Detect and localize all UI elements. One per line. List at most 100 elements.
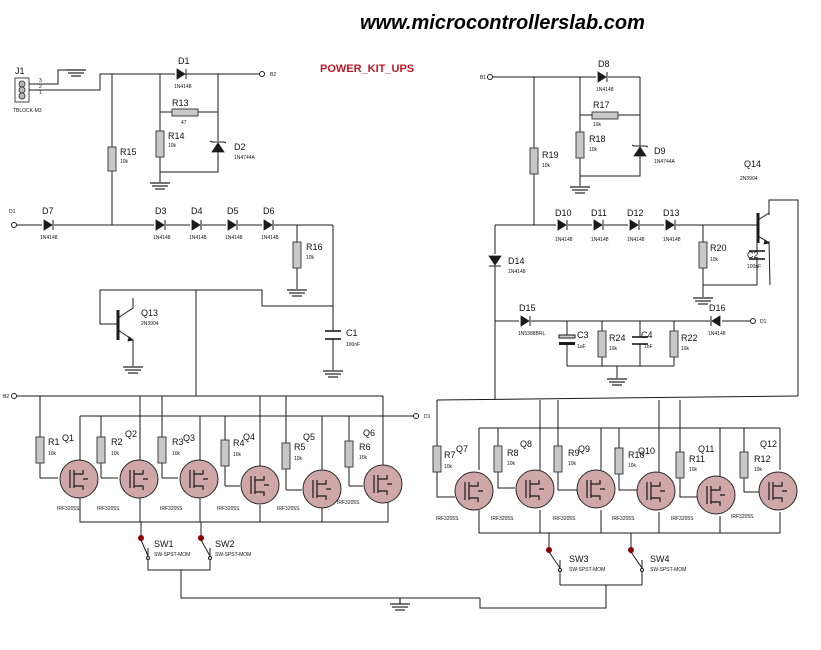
- diode-d15: [520, 315, 531, 327]
- switch-sw2[interactable]: [198, 535, 212, 560]
- q10-ref: Q10: [638, 446, 655, 456]
- resistor-r18: [575, 131, 585, 159]
- r15-value: 10k: [120, 159, 129, 165]
- r11-ref: R11: [689, 454, 705, 464]
- d7-ref: D7: [42, 206, 54, 216]
- d7-value: 1N4148: [40, 235, 58, 241]
- d5-value: 1N4148: [225, 235, 243, 241]
- r7-value: 10k: [444, 464, 453, 470]
- q8-ref: Q8: [520, 439, 532, 449]
- diode-d3: [155, 219, 166, 231]
- mosfet-group: [59, 459, 798, 515]
- diode-d4: [191, 219, 202, 231]
- q4-ref: Q4: [243, 432, 255, 442]
- resistor-r3: [157, 436, 167, 464]
- schematic-title: POWER_KIT_UPS: [320, 63, 414, 75]
- c1-ref: C1: [346, 328, 358, 338]
- d9-ref: D9: [654, 146, 666, 156]
- r9-value: 10k: [568, 461, 577, 467]
- r2-ref: R2: [111, 437, 123, 447]
- ground-symbols: [66, 69, 713, 611]
- connector-pin-label: 1: [39, 90, 42, 96]
- net-label-d1: D1: [9, 209, 16, 215]
- switch-sw3[interactable]: [546, 547, 562, 572]
- r24-value: 10k: [609, 346, 618, 352]
- d6-ref: D6: [263, 206, 275, 216]
- q3-ref: Q3: [183, 433, 195, 443]
- connector-pin: [18, 80, 26, 88]
- zener-d9: [631, 144, 649, 157]
- c3-ref: C3: [577, 330, 589, 340]
- connector-part: TBLOCK-M3: [13, 108, 42, 114]
- resistor-r6: [344, 440, 354, 468]
- c4-ref: C4: [641, 330, 653, 340]
- r14-ref: R14: [168, 131, 185, 141]
- sw3-ref: SW3: [569, 554, 589, 564]
- net-terminal: [11, 222, 17, 228]
- d10-value: 1N4148: [555, 237, 573, 243]
- resistor-r12: [739, 451, 749, 479]
- transistor-q13: [116, 310, 134, 342]
- d13-value: 1N4148: [663, 237, 681, 243]
- r24-ref: R24: [609, 333, 626, 343]
- q12-ref: Q12: [760, 439, 777, 449]
- d13-ref: D13: [663, 208, 680, 218]
- r15-ref: R15: [120, 147, 137, 157]
- resistor-r8: [493, 445, 503, 473]
- sw1-ref: SW1: [154, 539, 174, 549]
- sw2-ref: SW2: [215, 539, 235, 549]
- sw3-value: SW-SPST-MOM: [569, 567, 605, 573]
- q1-ref: Q1: [62, 433, 74, 443]
- capacitor-c1: [325, 330, 341, 340]
- resistor-r15: [107, 146, 117, 172]
- mosfet-q7: [454, 471, 494, 511]
- c4-value: 1nF: [644, 344, 653, 350]
- connector-pin: [18, 92, 26, 100]
- d16-value: 1N4148: [708, 331, 726, 337]
- r6-ref: R6: [359, 442, 371, 452]
- resistor-r16: [292, 241, 302, 269]
- resistor-r9: [553, 445, 563, 473]
- d1-ref: D1: [178, 56, 190, 66]
- switch-sw1[interactable]: [138, 535, 150, 560]
- mosfet-q4: [240, 465, 280, 505]
- mosfet-q9: [576, 469, 616, 509]
- mosfet-q3: [179, 459, 219, 499]
- sw1-value: SW-SPST-MOM: [154, 552, 190, 558]
- r2-value: 10k: [111, 451, 120, 457]
- website-header: www.microcontrollerslab.com: [360, 12, 645, 34]
- net-terminal: [11, 393, 17, 399]
- d14-ref: D14: [508, 256, 525, 266]
- resistor-r19: [529, 147, 539, 175]
- connector-pin: [18, 86, 26, 94]
- mosfet-q6: [363, 464, 403, 504]
- d11-value: 1N4148: [591, 237, 609, 243]
- d15-ref: D15: [519, 303, 536, 313]
- d14-value: 1N4148: [508, 269, 526, 275]
- d10-ref: D10: [555, 208, 572, 218]
- d4-ref: D4: [191, 206, 203, 216]
- r5-value: 10k: [294, 456, 303, 462]
- mosfet-q12: [758, 471, 798, 511]
- net-terminal: [413, 413, 419, 419]
- d2-value: 1N4744A: [234, 155, 256, 161]
- r17-value: 10k: [593, 122, 602, 128]
- diode-d16: [710, 315, 721, 327]
- connector-pin-label: 3: [39, 78, 42, 84]
- q8-value: IRF3205S: [491, 516, 514, 522]
- net-label-d1: D1: [760, 319, 767, 325]
- mosfet-q11: [696, 475, 736, 515]
- net-terminal: [259, 71, 265, 77]
- d8-ref: D8: [598, 59, 610, 69]
- r13-value: 47: [181, 120, 187, 126]
- r7-ref: R7: [444, 450, 456, 460]
- q6-value: IRF3205S: [337, 500, 360, 506]
- q11-value: IRF3205S: [671, 516, 694, 522]
- net-label-b2: B2: [3, 394, 9, 400]
- switch-sw4[interactable]: [628, 547, 644, 572]
- diode-d13: [665, 219, 676, 231]
- resistor-r1: [35, 436, 45, 464]
- q11-ref: Q11: [698, 444, 714, 454]
- resistor-r22: [669, 330, 679, 358]
